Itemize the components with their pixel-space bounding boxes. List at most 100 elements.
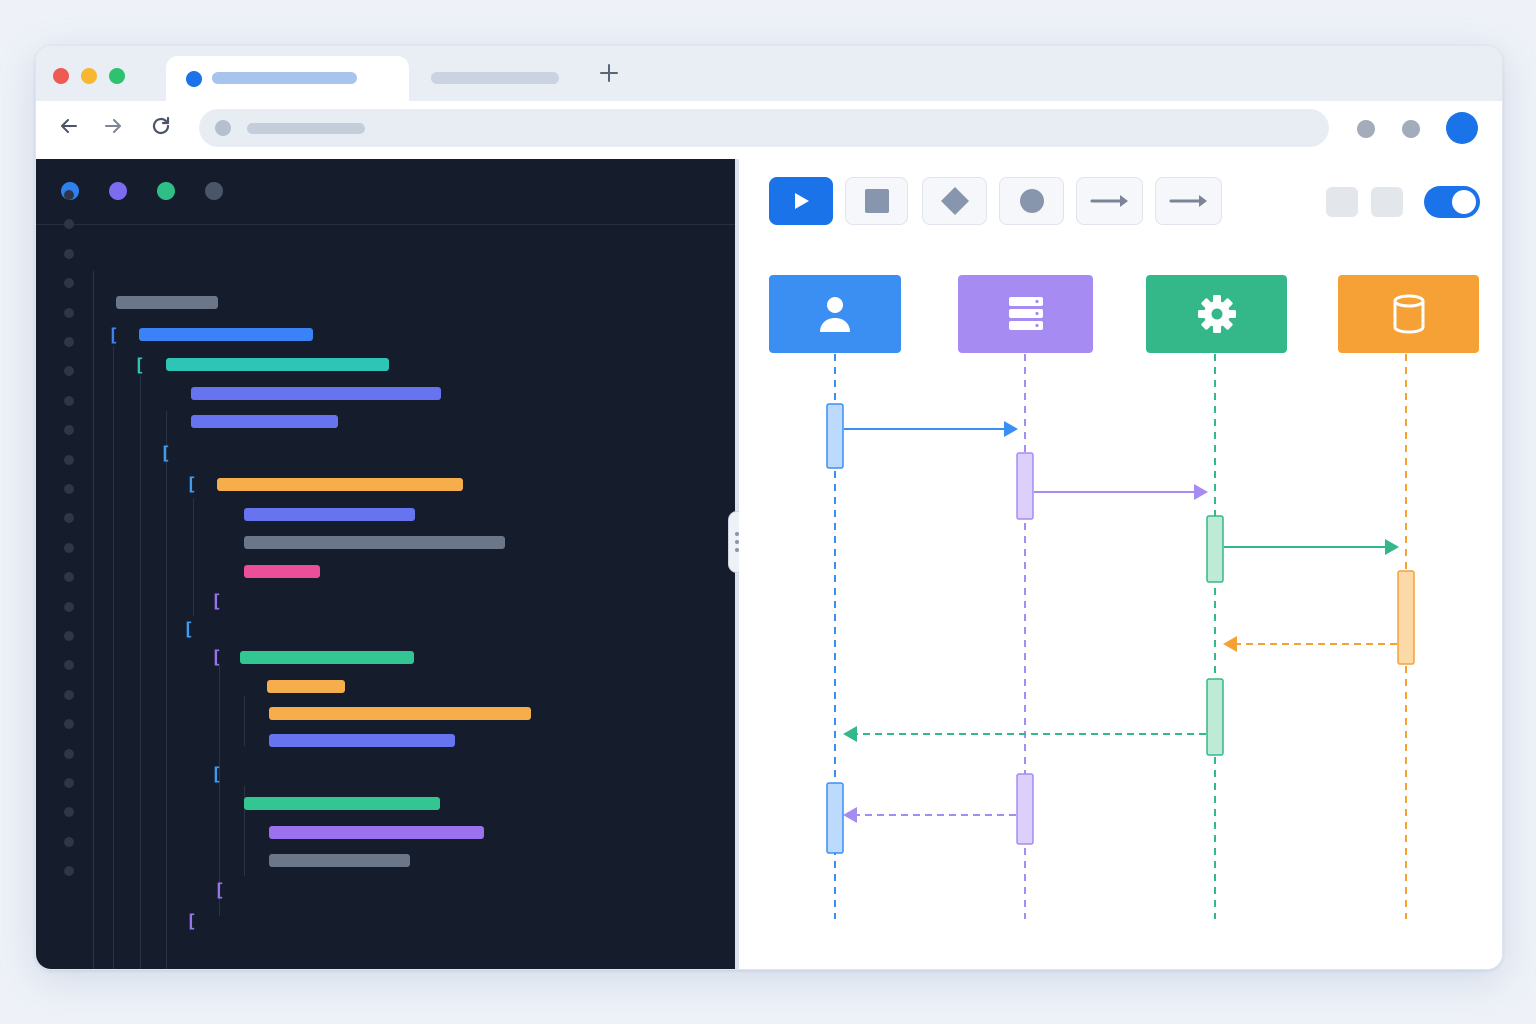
tool-connector-button[interactable] [1155, 177, 1222, 225]
tab-active[interactable] [166, 56, 409, 101]
line-number-marker[interactable] [64, 395, 74, 406]
activation-box[interactable] [1016, 452, 1034, 520]
line-number-marker[interactable] [64, 719, 74, 730]
bracket-glyph: [ [211, 764, 222, 785]
line-number-marker[interactable] [64, 307, 74, 318]
line-number-marker[interactable] [64, 454, 74, 465]
line-number-marker[interactable] [64, 248, 74, 259]
tab-inactive[interactable] [431, 72, 559, 84]
bracket-glyph: [ [186, 911, 197, 932]
plus-icon [600, 64, 618, 82]
site-info-icon[interactable] [215, 120, 231, 136]
browser-window: [[[[[[[[[[ [35, 45, 1503, 970]
line-number-marker[interactable] [64, 807, 74, 818]
profile-avatar[interactable] [1446, 112, 1478, 144]
arrowhead [1385, 539, 1399, 555]
editor-status-dot[interactable] [205, 182, 223, 200]
tool-circle-button[interactable] [999, 177, 1064, 225]
line-number-marker[interactable] [64, 689, 74, 700]
sequence-diagram [826, 354, 1415, 919]
activation-box[interactable] [1206, 678, 1224, 756]
reload-button[interactable] [147, 112, 175, 140]
code-token[interactable] [191, 414, 338, 428]
code-token[interactable] [240, 650, 414, 664]
toggle-switch[interactable] [1424, 186, 1480, 218]
extension-icon[interactable] [1357, 120, 1375, 138]
code-token[interactable] [269, 853, 410, 867]
code-token[interactable] [269, 706, 531, 720]
code-token[interactable] [244, 507, 415, 521]
activation-box[interactable] [1206, 515, 1224, 583]
bracket-glyph: [ [160, 443, 171, 464]
line-number-marker[interactable] [64, 484, 74, 494]
participant-database[interactable] [1338, 275, 1479, 353]
tool-arrow-button[interactable] [1076, 177, 1143, 225]
url-text [247, 123, 365, 134]
minimize-window-button[interactable] [81, 68, 97, 84]
bracket-glyph: [ [211, 591, 222, 612]
code-token[interactable] [244, 564, 320, 578]
line-number-marker[interactable] [64, 513, 74, 524]
line-number-marker[interactable] [64, 836, 74, 847]
line-number-marker[interactable] [64, 542, 74, 553]
activation-box[interactable] [1397, 570, 1415, 665]
back-button[interactable] [55, 112, 83, 140]
canvas-option-button[interactable] [1371, 187, 1403, 217]
canvas-option-button[interactable] [1326, 187, 1358, 217]
tool-decision-button[interactable] [922, 177, 987, 225]
arrowhead [843, 807, 857, 823]
bracket-glyph: [ [108, 325, 119, 346]
maximize-window-button[interactable] [109, 68, 125, 84]
extension-icon[interactable] [1402, 120, 1420, 138]
participant-server[interactable] [958, 275, 1093, 353]
line-number-marker[interactable] [64, 866, 74, 877]
code-editor-panel: [[[[[[[[[[ [36, 159, 735, 969]
line-number-marker[interactable] [64, 366, 74, 377]
line-number-marker[interactable] [64, 190, 74, 200]
code-token[interactable] [269, 825, 484, 839]
code-token[interactable] [267, 679, 345, 693]
gear-icon [1197, 295, 1236, 333]
editor-status-dot[interactable] [157, 182, 175, 200]
close-window-button[interactable] [53, 68, 69, 84]
code-token[interactable] [244, 796, 440, 810]
activation-box[interactable] [826, 782, 844, 854]
line-number-marker[interactable] [64, 425, 74, 436]
participant-user[interactable] [769, 275, 901, 353]
code-token[interactable] [166, 357, 389, 371]
activation-box[interactable] [826, 403, 844, 469]
tool-play-button[interactable] [769, 177, 833, 225]
editor-status-dot[interactable] [109, 182, 127, 200]
tool-rectangle-button[interactable] [845, 177, 908, 225]
line-number-marker[interactable] [64, 631, 74, 641]
code-token[interactable] [116, 295, 218, 309]
indent-guide [219, 666, 220, 916]
address-bar[interactable] [199, 109, 1329, 147]
forward-button[interactable] [99, 112, 127, 140]
line-number-marker[interactable] [64, 219, 74, 230]
indent-guide [244, 696, 245, 746]
indent-guide [93, 271, 94, 969]
code-token[interactable] [139, 327, 313, 341]
new-tab-button[interactable] [595, 60, 623, 88]
line-number-marker[interactable] [64, 778, 74, 788]
line-number-marker[interactable] [64, 278, 74, 289]
activation-box[interactable] [1016, 773, 1034, 845]
line-number-marker[interactable] [64, 748, 74, 759]
arrowhead [1194, 484, 1208, 500]
bracket-glyph: [ [211, 647, 222, 668]
line-number-marker[interactable] [64, 337, 74, 347]
arrow-right-icon [1169, 195, 1207, 207]
line-number-marker[interactable] [64, 572, 74, 583]
line-number-marker[interactable] [64, 601, 74, 612]
code-token[interactable] [269, 733, 455, 747]
line-number-marker[interactable] [64, 660, 74, 671]
circle-icon [1019, 189, 1044, 213]
code-token[interactable] [191, 386, 441, 400]
code-token[interactable] [217, 477, 463, 491]
indent-guide [113, 346, 114, 969]
participant-service[interactable] [1146, 275, 1287, 353]
arrow-right-icon [1090, 195, 1128, 207]
diagram-canvas[interactable] [739, 159, 1502, 969]
code-token[interactable] [244, 535, 505, 549]
